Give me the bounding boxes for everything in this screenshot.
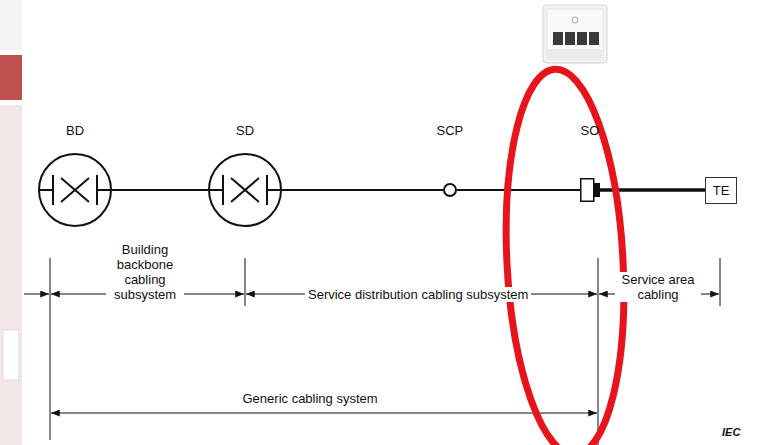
distributor-circle [209,154,281,226]
strip-panel [0,105,22,445]
cross-stroke [97,189,111,191]
dimension-tick [720,258,721,306]
outlet-screw [572,17,578,23]
cross-stroke [39,189,53,191]
dimension-label: Generic cabling system [240,391,381,406]
cross-connect-symbol [209,175,281,205]
cross-stroke [61,178,89,202]
distributor-symbol: BD [38,153,112,227]
dimension-tick [598,258,599,445]
terminal-box: TE [705,177,737,204]
consolidation-point: SCP [443,183,457,197]
dimension-arrow [24,294,49,295]
dimension-tick [50,258,51,440]
outlet-frame [543,5,607,63]
distributor-symbol-shape [38,153,112,227]
cross-stroke [231,178,259,202]
cross-stroke [61,178,89,202]
dimension-tick [245,258,246,306]
cross-stroke [209,189,223,191]
consolidation-point-shape [443,183,457,197]
dimension-label: Service area cabling [615,272,701,302]
outlet-body [581,179,594,202]
terminal-label: TE [713,183,730,198]
cross-stroke [52,175,54,205]
node-label: SO [581,123,600,138]
outlet-jack [594,183,601,197]
cross-stroke [266,175,268,205]
distributor-symbol-shape [208,153,282,227]
distributor-circle [39,154,111,226]
strip-box [3,330,19,380]
cable-link [112,189,208,191]
consolidation-circle [444,184,456,196]
cross-stroke [231,178,259,202]
outlet-port [589,32,599,45]
cable-link [282,189,443,191]
node-label: SD [236,123,254,138]
dimension-label: Building backbone cabling subsystem [106,242,184,302]
source-mark: IEC [719,425,743,440]
cross-stroke [267,189,281,191]
dimension-arrow [51,413,597,414]
node-label: BD [66,123,84,138]
highlight-ellipse [497,66,633,445]
strip-red-tab [0,55,22,100]
cross-connect-symbol [39,175,111,205]
dimension-label: Service distribution cabling subsystem [305,287,531,302]
outlet-plate [547,9,603,59]
node-label: SCP [437,123,464,138]
outlet-photo [543,5,607,63]
cross-stroke [96,175,98,205]
cross-stroke [222,175,224,205]
cable-link [457,189,580,191]
service-outlet-shape [580,178,600,202]
distributor-symbol: SD [208,153,282,227]
outlet-port [565,32,575,45]
outlet-port [577,32,587,45]
strip-panel [0,0,22,50]
outlet-shade [548,49,602,58]
slide-side-strip [0,0,22,445]
outlet-port [553,32,563,45]
service-outlet: SO [580,178,600,202]
